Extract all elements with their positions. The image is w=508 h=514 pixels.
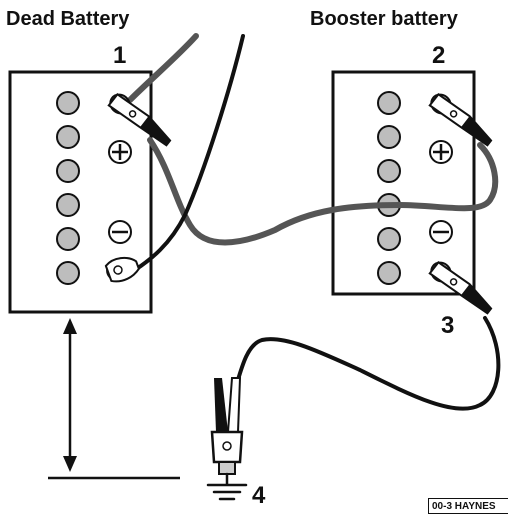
dead-positive-terminal-icon <box>108 140 132 164</box>
clamp-1-icon <box>107 92 172 147</box>
image-credit: 00-3 HAYNES <box>428 498 508 514</box>
positive-jumper-cable <box>147 137 499 246</box>
clamp-2-icon <box>428 92 493 147</box>
step-1-label: 1 <box>113 42 127 69</box>
negative-cable-lead <box>133 34 245 272</box>
booster-positive-terminal-icon <box>429 140 453 164</box>
dead-battery-title: Dead Battery <box>6 8 130 30</box>
ground-icon <box>206 472 248 501</box>
step-4-label: 4 <box>252 482 266 509</box>
clamp-dead-negative-icon <box>104 256 140 283</box>
positive-cable-lead <box>127 33 199 103</box>
double-arrow-icon <box>63 318 77 472</box>
clamp-3-icon <box>428 260 493 315</box>
clamp-4-ground-icon <box>210 377 244 475</box>
dead-negative-terminal-icon <box>108 220 132 244</box>
negative-jumper-cable <box>230 316 501 411</box>
step-3-label: 3 <box>441 312 455 339</box>
booster-battery-title: Booster battery <box>310 8 458 30</box>
booster-negative-terminal-icon <box>429 220 453 244</box>
step-2-label: 2 <box>432 42 446 69</box>
